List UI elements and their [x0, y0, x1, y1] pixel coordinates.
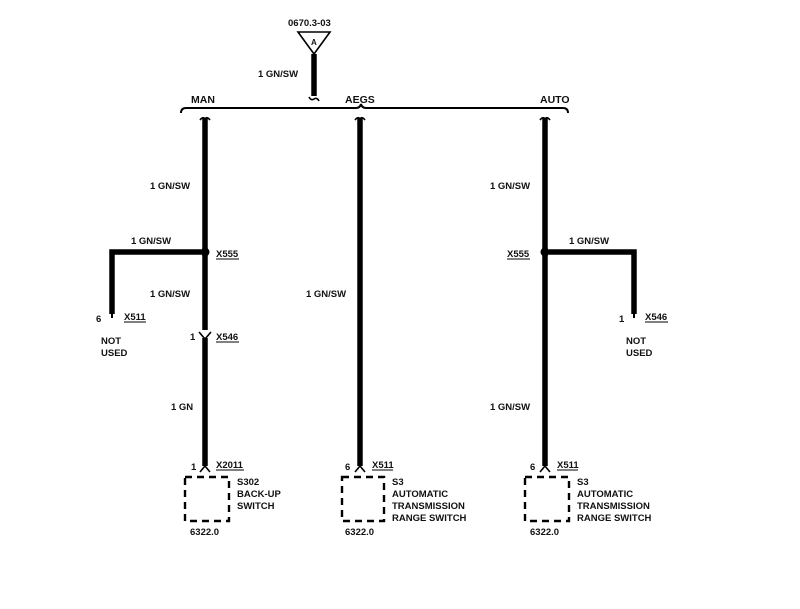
auto-branch-wire-label: 1 GN/SW: [569, 236, 609, 247]
man-comp-id: S302: [237, 477, 259, 488]
source-wire-break-icon: [308, 96, 320, 102]
auto-comp-name-2: TRANSMISSION: [577, 501, 650, 512]
bus-bracket-line: [180, 103, 569, 114]
auto-splice-dot: [540, 247, 550, 257]
column-label-man: MAN: [191, 94, 215, 106]
auto-comp-pin-icon: [539, 464, 551, 473]
aegs-circuit: 1 GN/SW 6 X511 S3 AUTOMATIC TRANSMISSION…: [306, 116, 467, 538]
source-reference: 0670.3-03: [288, 18, 331, 29]
auto-branch-note-2: USED: [626, 348, 653, 359]
auto-branch-pin: 1: [619, 314, 625, 325]
aegs-comp-name-3: RANGE SWITCH: [392, 513, 467, 524]
auto-wire-lower-label: 1 GN/SW: [490, 402, 530, 413]
man-branch-pin: 6: [96, 314, 101, 325]
bus-bracket: MAN AEGS AUTO: [180, 94, 570, 114]
aegs-comp-connector: X511: [372, 460, 394, 471]
man-wire-upper-label: 1 GN/SW: [150, 181, 190, 192]
man-branch-connector: X511: [124, 312, 146, 323]
man-comp-name-2: SWITCH: [237, 501, 275, 512]
man-circuit: 1 GN/SW X555 1 GN/SW 6 X511 NOT USED 1 G…: [96, 116, 281, 538]
source-symbol-label: A: [311, 38, 317, 47]
column-label-aegs: AEGS: [345, 94, 375, 106]
source-triangle-icon: [296, 31, 332, 56]
man-inline-connector: X546: [216, 332, 238, 343]
auto-comp-pin: 6: [530, 462, 535, 473]
man-comp-pin-icon: [199, 464, 211, 473]
man-splice-dot: [200, 247, 210, 257]
aegs-comp-name-2: TRANSMISSION: [392, 501, 465, 512]
auto-branch-wire: [549, 249, 637, 314]
auto-comp-name-3: RANGE SWITCH: [577, 513, 652, 524]
auto-wire-upper-label: 1 GN/SW: [490, 181, 530, 192]
auto-branch-connector: X546: [645, 312, 667, 323]
aegs-component-box: [340, 475, 386, 523]
aegs-wire-label: 1 GN/SW: [306, 289, 346, 300]
auto-comp-ref: 6322.0: [530, 527, 559, 538]
aegs-comp-ref: 6322.0: [345, 527, 374, 538]
man-wire-mid-label: 1 GN/SW: [150, 289, 190, 300]
source-wire-label: 1 GN/SW: [258, 69, 298, 80]
auto-component-box: [523, 475, 571, 523]
aegs-comp-pin-icon: [354, 464, 366, 473]
man-branch-note-1: NOT: [101, 336, 121, 347]
man-comp-connector: X2011: [216, 460, 244, 471]
man-comp-ref: 6322.0: [190, 527, 219, 538]
auto-comp-connector: X511: [557, 460, 579, 471]
man-branch-wire: [109, 249, 201, 314]
auto-comp-id: S3: [577, 477, 589, 488]
man-wire-lower-label: 1 GN: [171, 402, 193, 413]
man-component-box: [183, 475, 231, 523]
man-comp-name-1: BACK-UP: [237, 489, 281, 500]
auto-branch-note-1: NOT: [626, 336, 646, 347]
auto-circuit: 1 GN/SW X555 1 GN/SW 1 X546 NOT USED 1 G…: [490, 116, 668, 538]
man-comp-pin: 1: [191, 462, 197, 473]
man-branch-note-2: USED: [101, 348, 128, 359]
man-inline-pin: 1: [190, 332, 196, 343]
aegs-comp-name-1: AUTOMATIC: [392, 489, 448, 500]
auto-splice-label: X555: [507, 249, 530, 260]
man-splice-label: X555: [216, 249, 239, 260]
aegs-comp-id: S3: [392, 477, 404, 488]
aegs-comp-pin: 6: [345, 462, 350, 473]
column-label-auto: AUTO: [540, 94, 570, 106]
source-group: 0670.3-03 A 1 GN/SW: [258, 18, 332, 102]
auto-comp-name-1: AUTOMATIC: [577, 489, 633, 500]
man-branch-wire-label: 1 GN/SW: [131, 236, 171, 247]
man-inline-connector-icon: [198, 331, 212, 341]
